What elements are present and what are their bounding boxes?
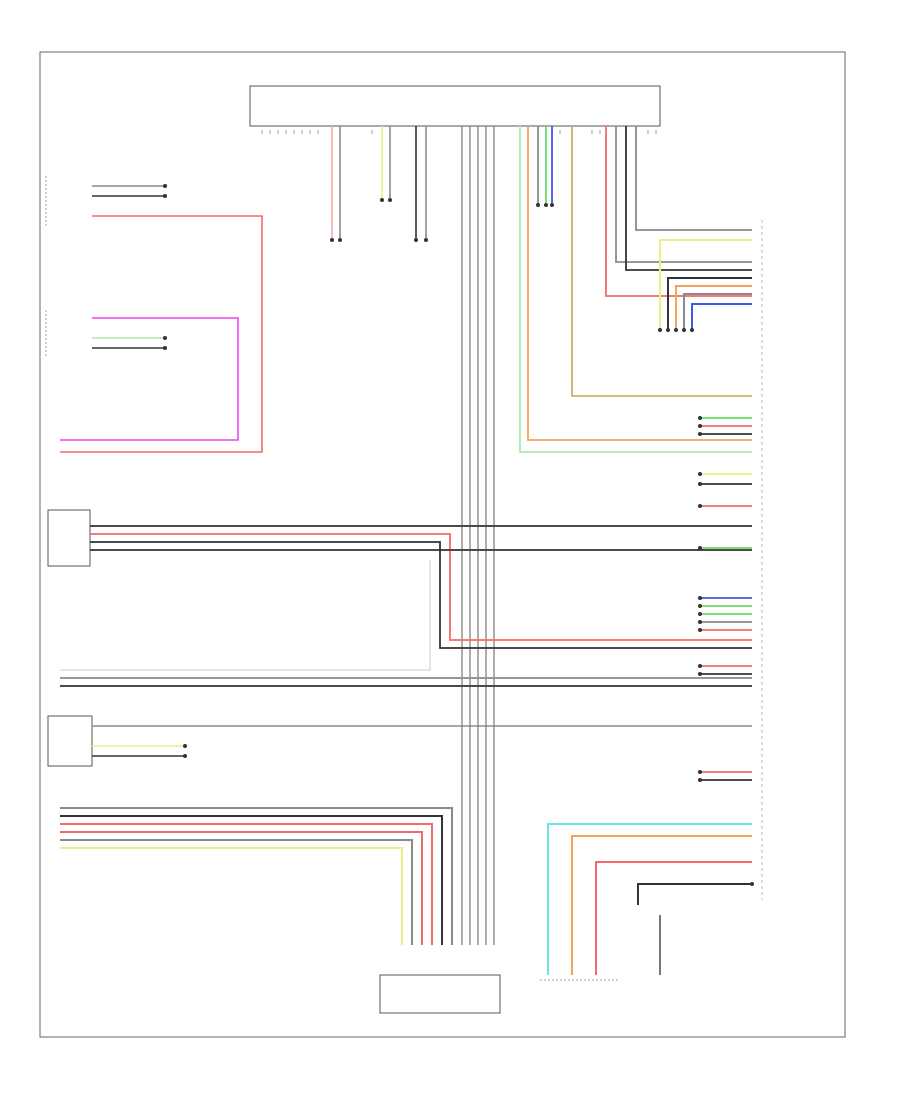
bottom-center-connector [379, 974, 501, 1014]
splice-dot-bottom-right [750, 882, 754, 886]
diagram-frame [39, 51, 846, 1038]
top-left-wire-group [331, 126, 427, 240]
bottom-right-component-1 [540, 823, 752, 981]
bottom-left-wire-bundle [60, 807, 453, 945]
left-component-1 [45, 176, 263, 453]
top-right-wire-group [519, 126, 752, 453]
right-short-stubs [700, 417, 752, 781]
splice-dots-right-stubs [698, 416, 702, 782]
splice-dots-top-right [536, 203, 554, 207]
right-meter-wire-group [659, 239, 752, 330]
splice-dots-right-meter [658, 328, 694, 332]
long-horizontal-wires [60, 677, 752, 687]
top-connector [249, 85, 661, 134]
left-component-2 [45, 310, 239, 441]
splice-dots-top-left [330, 198, 428, 242]
center-bus-bundle [461, 126, 495, 945]
left-component-3 [47, 509, 752, 671]
left-component-4 [47, 715, 752, 767]
